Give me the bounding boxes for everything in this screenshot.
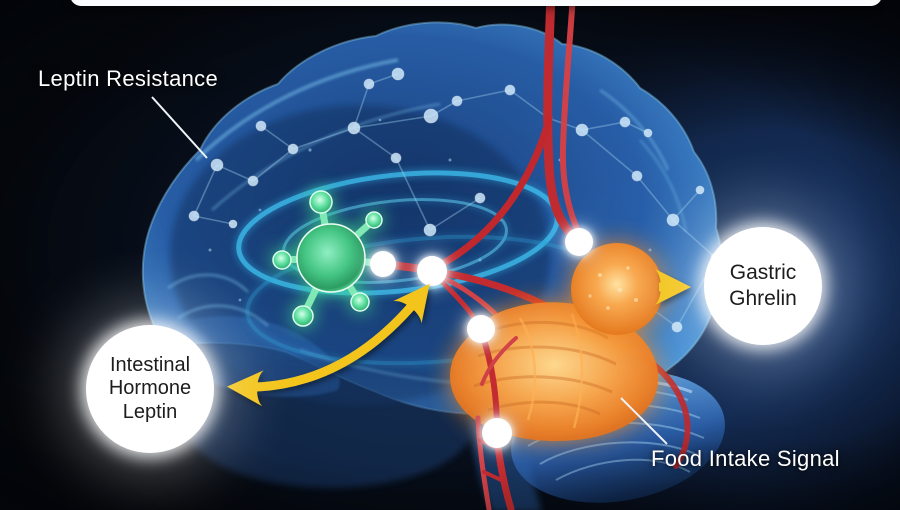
badge-line: Gastric	[729, 261, 797, 285]
intestinal-hormone-leptin-badge: Intestinal Hormone Leptin	[86, 325, 214, 453]
food-intake-signal-label: Food Intake Signal	[651, 446, 840, 471]
badge-line: Ghrelin	[729, 287, 797, 310]
top-panel-edge	[70, 0, 882, 6]
leptin-resistance-label: Leptin Resistance	[38, 66, 218, 91]
badge-line: Hormone	[108, 377, 192, 400]
badge-line: Leptin	[122, 400, 178, 423]
badge-line: Intestinal	[109, 353, 191, 376]
gastric-ghrelin-badge: Gastric Ghrelin	[704, 227, 822, 345]
